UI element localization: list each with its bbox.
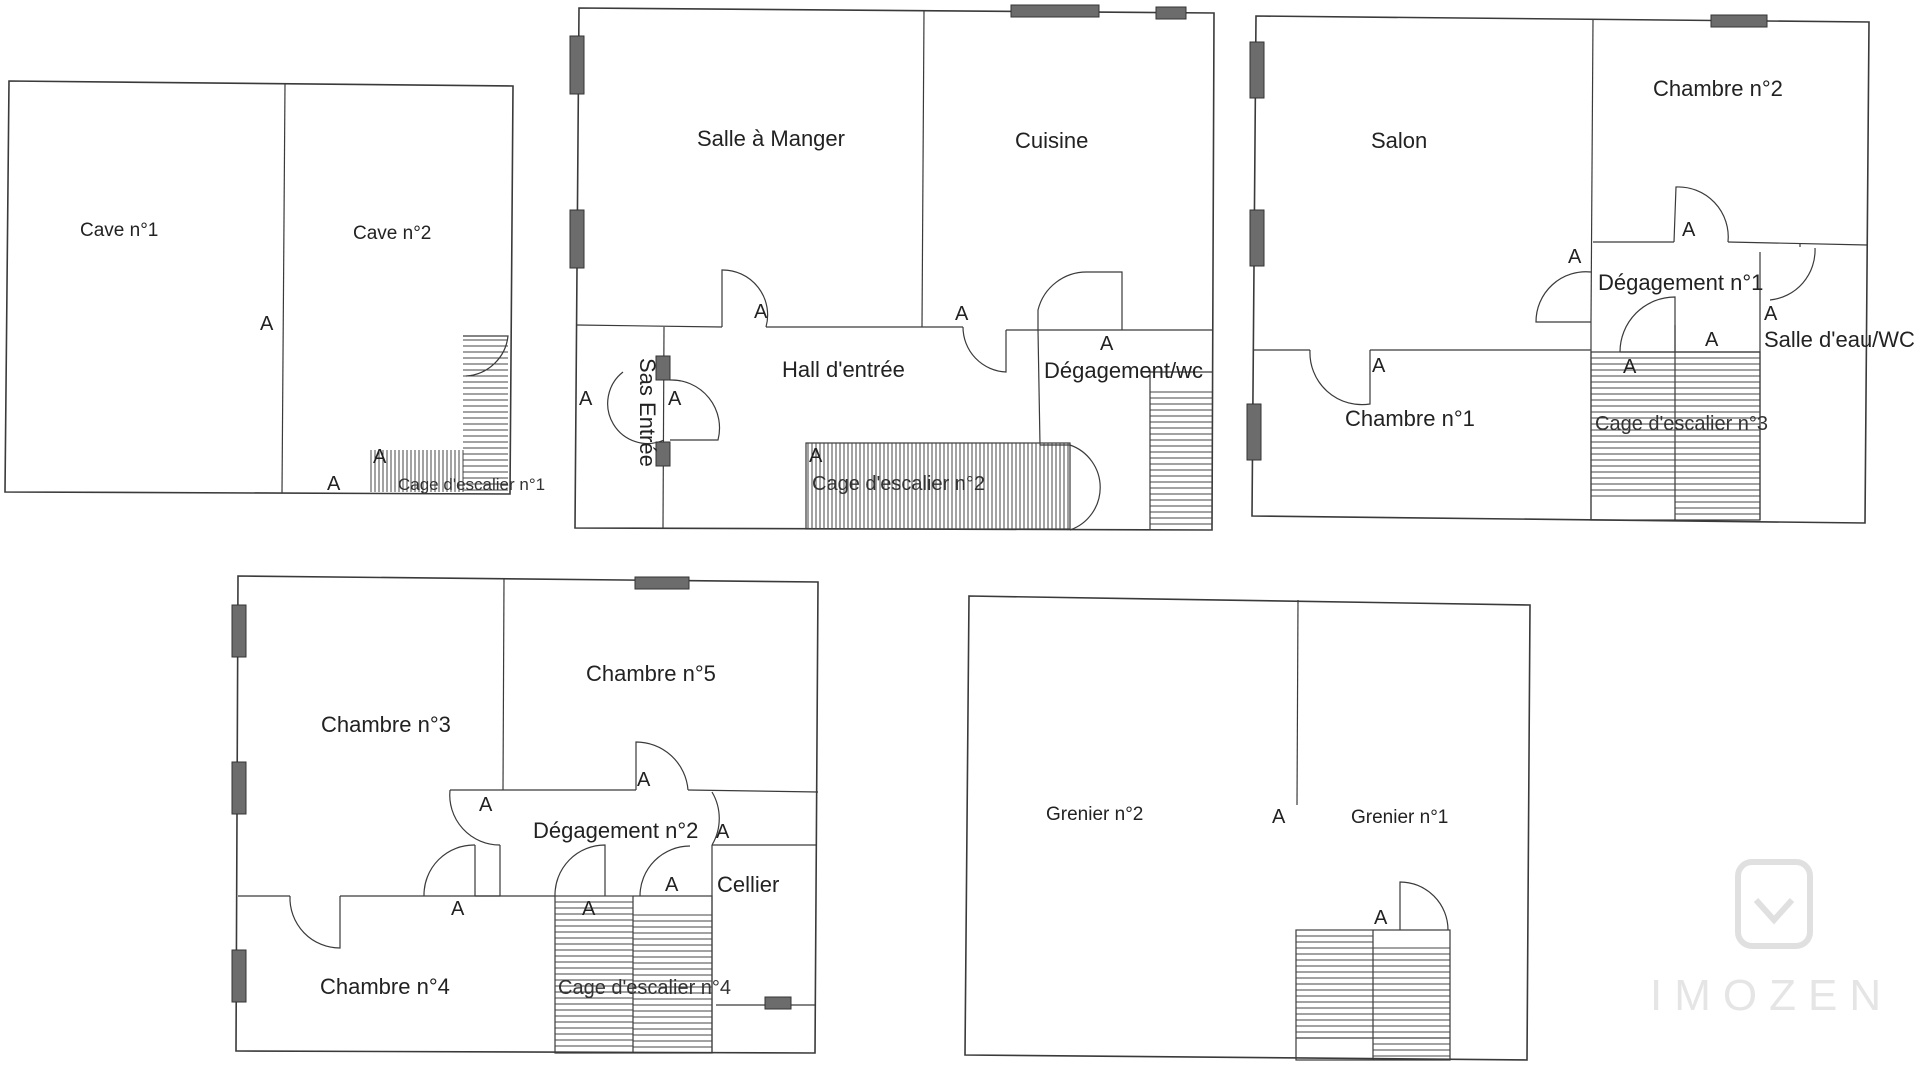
door-mark: A	[1100, 333, 1114, 355]
door-mark: A	[327, 473, 341, 495]
room-label: Sas Entrée	[635, 358, 660, 467]
door-mark: A	[1682, 219, 1696, 241]
room-label: Chambre n°5	[586, 661, 716, 686]
window	[231, 604, 247, 658]
window	[764, 996, 792, 1010]
stair-label: Cage d'escalier n°3	[1595, 413, 1768, 435]
room-label: Dégagement n°1	[1598, 270, 1763, 295]
window	[1246, 403, 1262, 461]
plan-first: Salon Chambre n°2 Dégagement n°1 Salle d…	[1246, 14, 1915, 524]
door-mark: A	[716, 821, 730, 843]
door-mark: A	[582, 898, 596, 920]
window	[655, 441, 671, 467]
window	[1710, 14, 1768, 28]
window	[634, 576, 690, 590]
room-label: Cuisine	[1015, 128, 1088, 153]
stair-flight-attic-b	[1373, 947, 1450, 1057]
stair-label: Cage d'escalier n°1	[398, 475, 545, 494]
door-mark: A	[1764, 303, 1778, 325]
window	[569, 35, 585, 95]
room-label: Cellier	[717, 872, 779, 897]
plan-second: Chambre n°3 Chambre n°5 Dégagement n°2 C…	[231, 575, 819, 1054]
stair-flight-1	[463, 339, 508, 491]
stair-flight-2	[370, 450, 464, 492]
room-label: Hall d'entrée	[782, 357, 905, 382]
plan-ground: Salle à Manger Cuisine Hall d'entrée Dég…	[569, 4, 1215, 531]
door-mark: A	[579, 388, 593, 410]
room-label: Dégagement n°2	[533, 818, 698, 843]
door-mark: A	[260, 313, 274, 335]
room-label: Salon	[1371, 128, 1427, 153]
plan-basement: Cave n°1 Cave n°2 A A A Cage d'escalier …	[4, 80, 545, 495]
window	[655, 355, 671, 381]
door-mark: A	[451, 898, 465, 920]
room-label: Chambre n°1	[1345, 406, 1475, 431]
door-mark: A	[637, 769, 651, 791]
window	[231, 761, 247, 815]
door-mark: A	[955, 303, 969, 325]
door-mark: A	[479, 794, 493, 816]
watermark-logo: IMOZEN	[1650, 859, 1893, 1020]
room-label: Cave n°1	[80, 220, 158, 241]
room-label: Grenier n°2	[1046, 804, 1143, 825]
room-label: Salle d'eau/WC	[1764, 327, 1915, 352]
door-mark: A	[665, 874, 679, 896]
room-label: Salle à Manger	[697, 126, 845, 151]
room-label: Chambre n°4	[320, 974, 450, 999]
door-mark: A	[754, 301, 768, 323]
room-label: Chambre n°3	[321, 712, 451, 737]
stair-flight-ground	[807, 443, 1069, 529]
plan-attic: Grenier n°2 Grenier n°1 A A	[964, 595, 1531, 1061]
window	[231, 949, 247, 1003]
room-label: Dégagement/wc	[1044, 358, 1203, 383]
stair-flight-first-a	[1591, 357, 1675, 497]
door-mark: A	[373, 446, 387, 468]
window	[1155, 6, 1187, 20]
door-mark: A	[1568, 246, 1582, 268]
stair-flight-second-a	[555, 895, 633, 1047]
stair-flight-ground-side	[1150, 391, 1212, 531]
door-mark: A	[1705, 329, 1719, 351]
window	[1010, 4, 1100, 18]
stair-flight-second-b	[633, 914, 712, 1048]
door-mark: A	[1372, 355, 1386, 377]
window	[1249, 41, 1265, 99]
stair-flight-first-b	[1675, 357, 1760, 515]
door-mark: A	[668, 388, 682, 410]
window	[1249, 209, 1265, 267]
room-label: Grenier n°1	[1351, 807, 1448, 828]
stair-label: Cage d'escalier n°4	[558, 977, 731, 999]
room-label: Cave n°2	[353, 223, 431, 244]
watermark-text: IMOZEN	[1650, 971, 1893, 1020]
stair-flight-attic-a	[1296, 929, 1373, 1039]
door-mark: A	[1623, 356, 1637, 378]
window	[569, 209, 585, 269]
stair-label: Cage d'escalier n°2	[812, 473, 985, 495]
room-label: Chambre n°2	[1653, 76, 1783, 101]
door-mark: A	[1272, 806, 1286, 828]
door-mark: A	[809, 445, 823, 467]
door-mark: A	[1374, 907, 1388, 929]
